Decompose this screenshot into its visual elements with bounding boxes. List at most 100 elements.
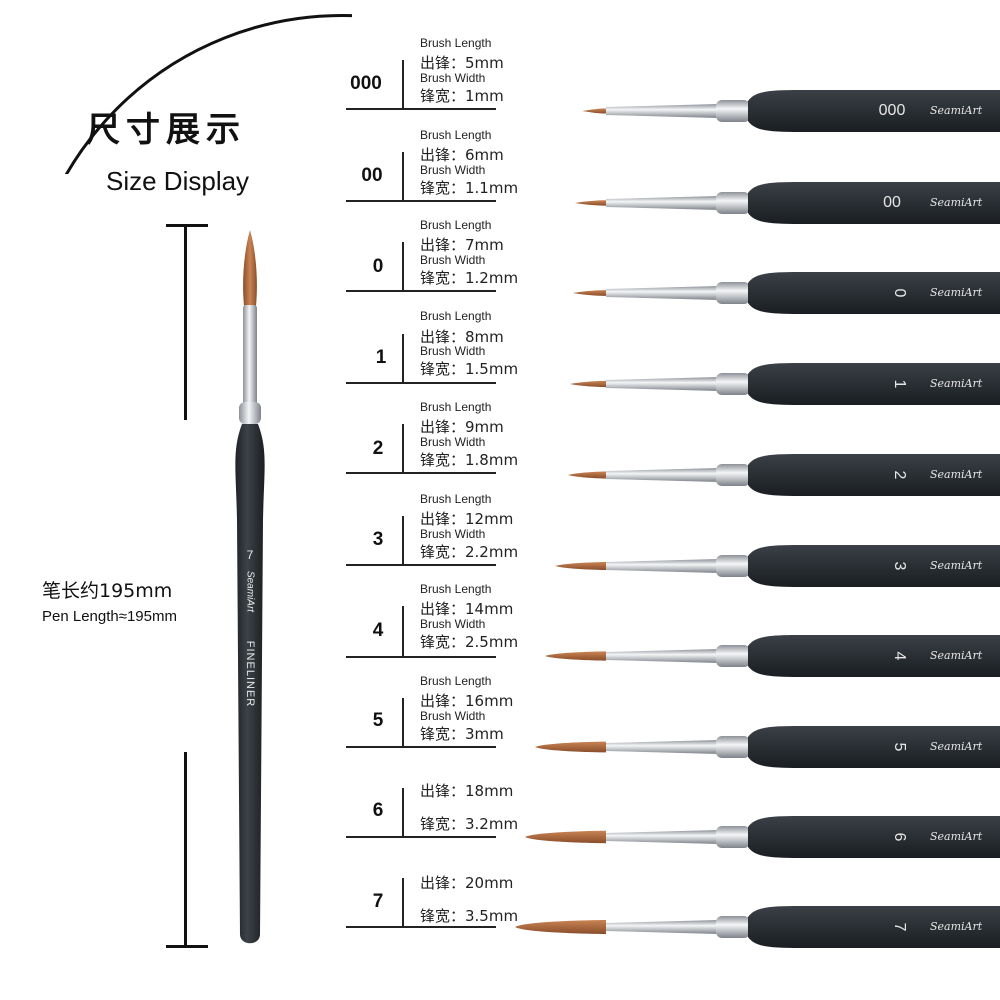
size-label: 2 [372, 438, 384, 459]
brush-size-engraving: 4 [891, 651, 908, 661]
featured-brush-model: FINELINER [244, 640, 256, 708]
brush-bristles [573, 290, 606, 296]
brush-brand-engraving: SeamiArt [930, 830, 983, 843]
size-label: 5 [372, 710, 384, 731]
row-divider [402, 516, 404, 566]
brush-crimp [716, 192, 750, 214]
brush-length-label: Brush Length [420, 582, 492, 596]
brush-crimp [716, 282, 750, 304]
brush-length-value: 出锋：16mm [420, 692, 514, 710]
brush-size-engraving: 0 [891, 288, 908, 298]
brush-brand-engraving: SeamiArt [930, 468, 983, 481]
brush-width-label: Brush Width [420, 71, 486, 85]
brush-size-engraving: 3 [891, 561, 908, 571]
row-divider [402, 698, 404, 748]
brush-width-value: 锋宽：2.2mm [420, 543, 519, 561]
brush-length-value: 出锋：18mm [420, 782, 514, 800]
size-label: 4 [372, 620, 384, 641]
featured-brush-bristles [243, 230, 257, 306]
brush-bristles [545, 651, 606, 661]
row-underline [346, 200, 496, 202]
brush-ferrule [606, 196, 718, 210]
brush-crimp [716, 464, 750, 486]
size-label: 00 [361, 165, 383, 186]
brush-width-label: Brush Width [420, 163, 486, 177]
featured-brush-number: 7 [246, 548, 254, 562]
brush-crimp [716, 826, 750, 848]
dimension-top-cap [166, 224, 208, 227]
row-underline [346, 564, 496, 566]
brush-bristles [575, 200, 606, 206]
brush-ferrule [606, 830, 718, 844]
row-divider [402, 152, 404, 202]
brush-crimp [716, 100, 750, 122]
brush-ferrule [606, 559, 718, 573]
size-label: 1 [375, 347, 387, 368]
brush-width-value: 锋宽：3mm [420, 725, 504, 743]
brush-size-engraving: 6 [891, 832, 908, 842]
brush-bristles [535, 741, 606, 753]
featured-brush-crimp [239, 402, 261, 424]
brush-bristles [525, 830, 606, 844]
brush-crimp [716, 736, 750, 758]
brush-width-value: 锋宽：1.8mm [420, 451, 519, 469]
brush-size-engraving: 2 [891, 470, 908, 480]
brush-crimp [716, 916, 750, 938]
brush-length-value: 出锋：9mm [420, 418, 504, 436]
size-label: 7 [372, 891, 384, 912]
brush-size-engraving: 000 [878, 102, 906, 119]
dimension-line-upper [184, 225, 187, 420]
brush-brand-engraving: SeamiArt [930, 196, 983, 209]
brush-handle [748, 182, 1000, 224]
row-divider [402, 424, 404, 474]
row-divider [402, 606, 404, 656]
brush-length-label: Brush Length [420, 128, 492, 142]
brush-handle [748, 454, 1000, 496]
brush-handle [748, 635, 1000, 677]
brush-brand-engraving: SeamiArt [930, 286, 983, 299]
row-underline [346, 926, 496, 928]
row-divider [402, 334, 404, 384]
brush-ferrule [606, 377, 718, 391]
brush-length-value: 出锋：8mm [420, 328, 504, 346]
brush-width-label: Brush Width [420, 344, 486, 358]
size-label: 0 [372, 256, 384, 277]
brush-width-label: Brush Width [420, 527, 486, 541]
brush-ferrule [606, 468, 718, 482]
brush-brand-engraving: SeamiArt [930, 740, 983, 753]
brush-bristles [582, 108, 606, 114]
brush-width-value: 锋宽：1mm [420, 87, 504, 105]
brush-width-label: Brush Width [420, 435, 486, 449]
brush-width-value: 锋宽：1.5mm [420, 360, 519, 378]
brush-length-value: 出锋：6mm [420, 146, 504, 164]
brush-crimp [716, 555, 750, 577]
brush-handle [748, 906, 1000, 948]
size-label: 6 [372, 800, 384, 821]
brush-width-label: Brush Width [420, 709, 486, 723]
pen-length-english: Pen Length≈195mm [42, 608, 177, 625]
brush-length-label: Brush Length [420, 218, 492, 232]
brush-length-value: 出锋：14mm [420, 600, 514, 618]
featured-brush-ferrule [243, 305, 257, 405]
title-chinese: 尺寸展示 [86, 110, 246, 150]
brush-brand-engraving: SeamiArt [930, 104, 983, 117]
brush-bristles [515, 920, 606, 934]
featured-brush-brand: SeamiArt [244, 570, 256, 613]
row-divider [402, 242, 404, 292]
brush-handle [748, 726, 1000, 768]
brush-size-engraving: 5 [891, 742, 908, 752]
brush-width-value: 锋宽：3.5mm [420, 907, 519, 925]
size-label: 3 [372, 529, 384, 550]
row-underline [346, 472, 496, 474]
brush-brand-engraving: SeamiArt [930, 377, 983, 390]
row-divider [402, 60, 404, 110]
dimension-line-lower [184, 752, 187, 946]
brush-size-engraving: 7 [891, 922, 908, 932]
brush-length-value: 出锋：7mm [420, 236, 504, 254]
brush-handle [748, 363, 1000, 405]
brush-length-label: Brush Length [420, 400, 492, 414]
brush-ferrule [606, 920, 718, 934]
brush-width-value: 锋宽：2.5mm [420, 633, 519, 651]
